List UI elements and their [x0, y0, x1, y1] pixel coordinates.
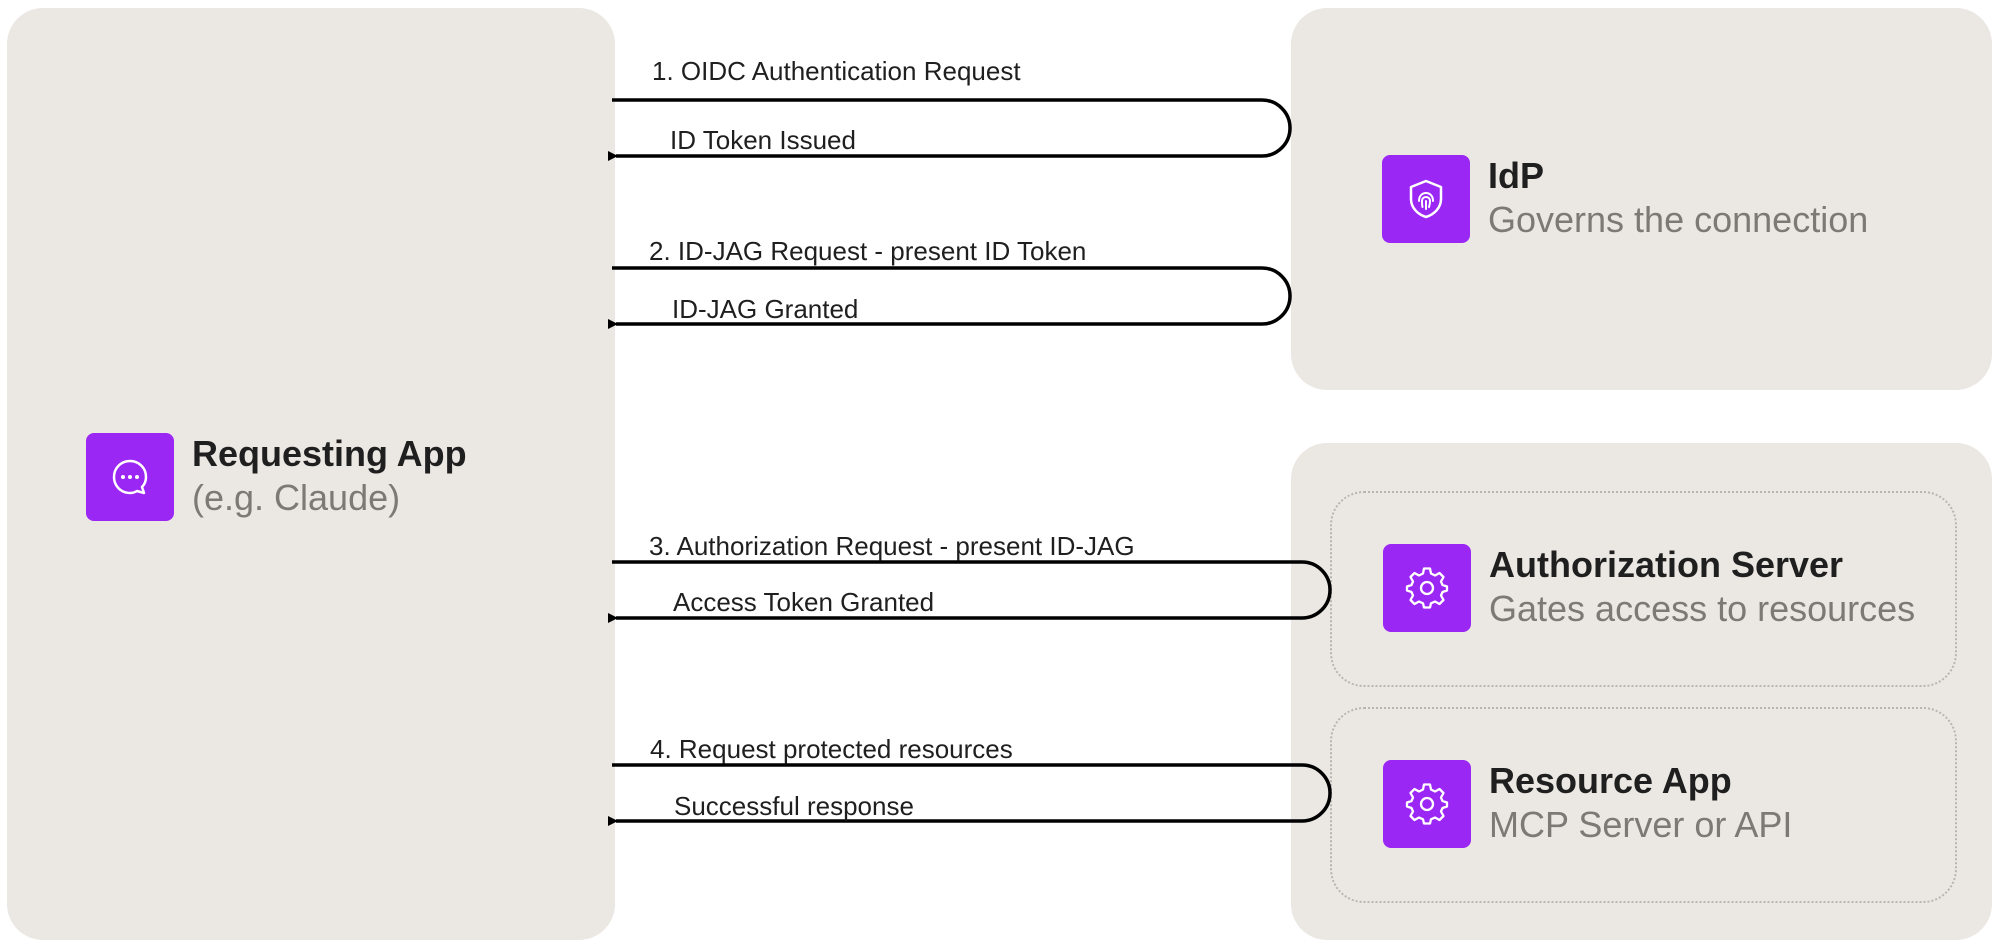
flow-1-arrow — [608, 98, 1292, 161]
flow-4-response-label: Successful response — [674, 791, 914, 821]
flow-2-response-label: ID-JAG Granted — [672, 294, 859, 324]
idp-title: IdP — [1488, 155, 1545, 196]
flow-4-request-label: 4. Request protected resources — [650, 734, 1013, 764]
requesting-app-subtitle: (e.g. Claude) — [192, 477, 401, 519]
chat-bubble-icon — [86, 432, 174, 521]
flow-3-response-label: Access Token Granted — [673, 587, 935, 617]
idp-entity: IdP Governs the connection — [1382, 154, 1868, 244]
flow-3-arrow — [608, 560, 1332, 623]
authorization-server-subtitle: Gates access to resources — [1489, 588, 1916, 630]
resource-app-entity: Resource App MCP Server or API — [1383, 759, 1792, 849]
flow-1-response-label: ID Token Issued — [670, 125, 856, 155]
flow-1-request-label: 1. OIDC Authentication Request — [652, 56, 1021, 86]
requesting-app-entity: Requesting App (e.g. Claude) — [86, 432, 467, 522]
fingerprint-shield-icon — [1382, 154, 1470, 243]
resource-app-box — [1330, 707, 1957, 903]
flow-4-arrow — [608, 763, 1332, 826]
authorization-server-entity: Authorization Server Gates access to res… — [1383, 543, 1915, 633]
flow-2-request-label: 2. ID-JAG Request - present ID Token — [649, 236, 1087, 266]
requesting-app-title: Requesting App — [192, 433, 467, 474]
flow-2-arrow — [608, 266, 1292, 329]
idp-subtitle: Governs the connection — [1488, 199, 1869, 241]
resource-app-subtitle: MCP Server or API — [1489, 804, 1793, 846]
gear-icon — [1383, 543, 1471, 632]
resource-app-title: Resource App — [1489, 760, 1732, 801]
resource-side-panel — [1291, 443, 1992, 940]
gear-icon — [1383, 759, 1471, 848]
authorization-server-title: Authorization Server — [1489, 544, 1844, 585]
flow-3-request-label: 3. Authorization Request - present ID-JA… — [649, 531, 1135, 561]
